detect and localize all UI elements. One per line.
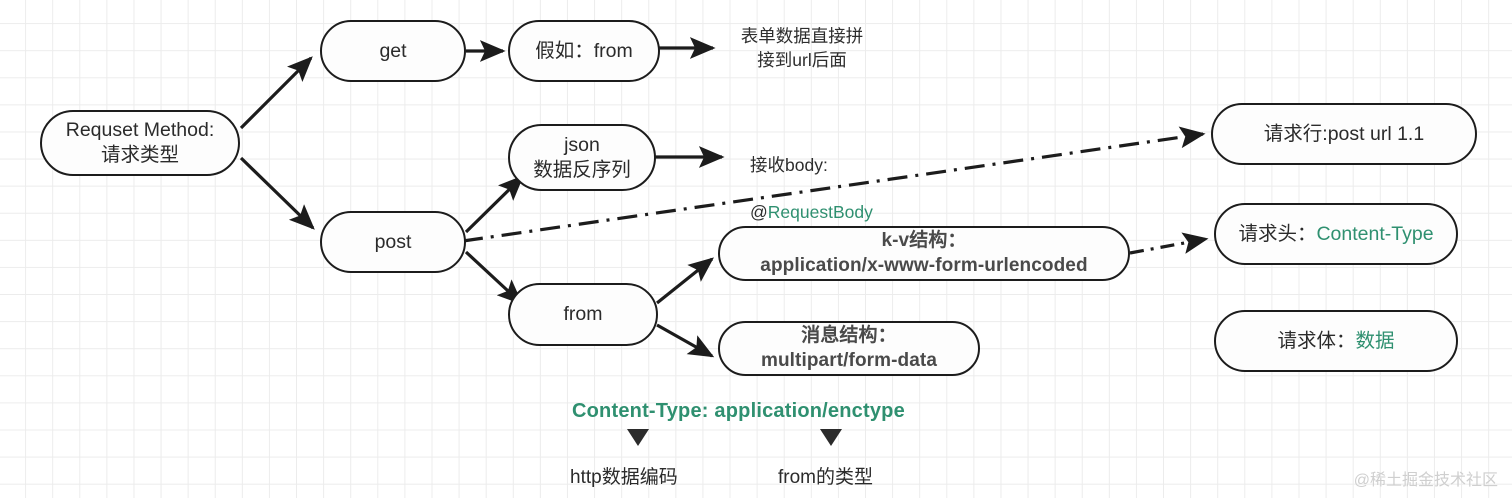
node-kv-structure[interactable]: k-v结构： application/x-www-form-urlencoded [718, 226, 1130, 281]
node-post[interactable]: post [320, 211, 466, 273]
node-multipart-line2: multipart/form-data [760, 349, 938, 371]
node-json-line1: json [564, 133, 600, 156]
node-request-line[interactable]: 请求行:post url 1.1 [1211, 103, 1477, 165]
node-request-body-prefix: 请求体： [1277, 329, 1356, 352]
label-json-note-line1: 接收body: [750, 154, 828, 175]
node-from[interactable]: from [508, 283, 658, 346]
edge-root-to-post [239, 156, 315, 230]
bottom-arrow-right-icon [820, 429, 842, 446]
bottom-heading: Content-Type: application/enctype [572, 400, 905, 422]
node-get-if-label: 假如：from [535, 39, 633, 62]
label-json-note-accent: RequestBody [767, 202, 873, 223]
watermark: @稀土掘金技术社区 [1353, 472, 1498, 489]
node-get-if[interactable]: 假如：from [508, 20, 660, 82]
edge-from-to-multipart [656, 323, 715, 358]
edge-from-to-kv [656, 257, 714, 305]
node-root[interactable]: Requset Method: 请求类型 [40, 110, 240, 176]
node-multipart-line1: 消息结构： [801, 325, 897, 347]
node-request-header-prefix: 请求头： [1238, 222, 1317, 245]
node-request-body[interactable]: 请求体：数据 [1214, 310, 1458, 372]
node-json-line2: 数据反序列 [533, 158, 631, 181]
node-from-label: from [563, 303, 603, 326]
label-json-note-at: @ [750, 202, 768, 223]
node-get-label: get [379, 39, 407, 62]
bottom-arrow-left-icon [627, 429, 649, 446]
edge-post-to-from [464, 250, 523, 305]
node-request-line-label: 请求行:post url 1.1 [1263, 122, 1425, 145]
node-request-header[interactable]: 请求头：Content-Type [1214, 203, 1458, 265]
edge-post-to-json [464, 175, 524, 234]
node-root-line2: 请求类型 [100, 144, 179, 166]
node-request-body-accent: 数据 [1355, 329, 1395, 352]
node-kv-line2: application/x-www-form-urlencoded [760, 254, 1088, 276]
node-multipart-structure[interactable]: 消息结构： multipart/form-data [718, 321, 980, 376]
node-get[interactable]: get [320, 20, 466, 82]
bottom-caption-right: from的类型 [778, 467, 874, 488]
node-post-label: post [374, 230, 412, 253]
node-json[interactable]: json 数据反序列 [508, 124, 656, 191]
node-root-line1: Requset Method: [65, 119, 215, 142]
edge-root-to-get [239, 56, 313, 130]
bottom-caption-left: http数据编码 [570, 467, 678, 488]
edge-kv-to-request-header [1129, 232, 1209, 255]
node-request-header-accent: Content-Type [1316, 222, 1434, 245]
label-json-note: 接收body: @RequestBody [750, 130, 935, 225]
node-kv-line1: k-v结构： [881, 230, 967, 252]
label-get-note: 表单数据直接拼 接到url后面 [740, 26, 864, 70]
